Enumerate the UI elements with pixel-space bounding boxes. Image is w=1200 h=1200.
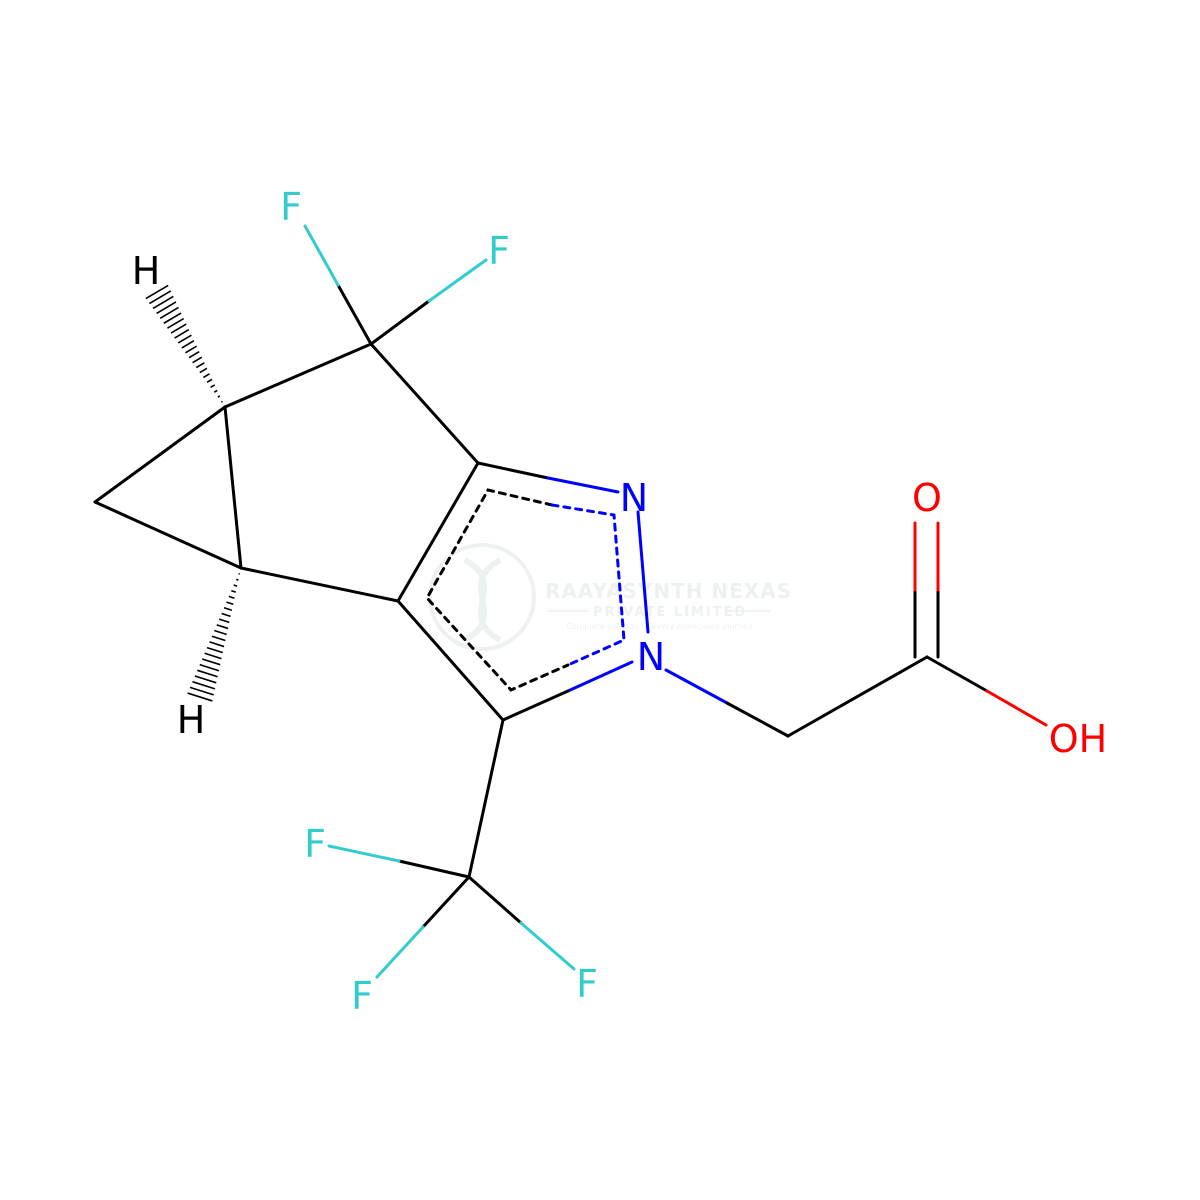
- wedge-hash-line: [181, 339, 195, 349]
- wedge-hash-line: [188, 351, 200, 359]
- bond-cf3-f5-b: [519, 921, 576, 971]
- bond-c3a-n1-b: [546, 476, 620, 494]
- bond-n1-n2: [636, 510, 650, 634]
- wedge-hash-line: [228, 595, 235, 599]
- wedge-hash-line: [177, 334, 192, 344]
- bonds: [93, 224, 1048, 979]
- bond-cf3-f3-b: [327, 844, 401, 863]
- atom-n2: N: [637, 635, 665, 679]
- wedge-hash-line: [156, 301, 177, 315]
- bond-c1-c2: [93, 405, 227, 504]
- wedge-hash-line: [204, 652, 222, 660]
- wedge-hash-line: [152, 295, 174, 310]
- wedge-hash-line: [159, 306, 179, 320]
- atom-f2: F: [488, 229, 510, 273]
- wedge-hash-line: [167, 317, 185, 329]
- watermark-logo-circle: [428, 543, 536, 651]
- bond-c-oh-b: [985, 689, 1048, 727]
- bond-c4-c6a: [396, 599, 505, 722]
- atom-f5: F: [576, 962, 598, 1006]
- bond-ch2-c: [786, 655, 929, 738]
- wedge-hash-line: [170, 323, 187, 334]
- bond-cf2-f1-b: [303, 224, 340, 287]
- watermark-tagline: Complete solution to every molecule's jo…: [566, 622, 753, 631]
- wedge-hash-line: [226, 601, 234, 606]
- wedge-hash-line: [184, 345, 198, 354]
- wedge-hash-line: [187, 692, 213, 702]
- wedge-hash-line: [192, 680, 216, 690]
- aromatic-dash-blue: [550, 503, 626, 667]
- dna-helix-icon: [463, 557, 502, 643]
- wedge-hash-line: [233, 584, 238, 587]
- bond-cf3-f4-a: [421, 875, 471, 929]
- wedge-hash-line: [149, 290, 172, 305]
- bond-c3a-n1: [476, 461, 550, 480]
- bond-n2-c4: [566, 660, 634, 693]
- wedge-hash-line: [199, 663, 220, 672]
- wedge-hash-line: [223, 607, 233, 612]
- watermark-name: RAAYASYNTH NEXAS: [545, 579, 792, 603]
- bond-cf2-f1-a: [336, 283, 373, 346]
- atom-n1: N: [620, 476, 648, 520]
- wedge-hash-line: [209, 641, 225, 648]
- wedge-hash-line: [201, 658, 221, 666]
- hashed-wedge-bottom: [187, 572, 240, 702]
- wedge-hash-line: [216, 624, 229, 630]
- bond-c1-cf2: [223, 342, 373, 409]
- wedge-hash-line: [214, 629, 227, 636]
- bond-n2-c4-b: [501, 689, 570, 722]
- bond-c2-c3: [93, 500, 243, 570]
- bond-cf3-f4-b: [375, 925, 425, 979]
- hashed-wedge-top: [145, 284, 223, 403]
- wedge-hash-line: [221, 612, 231, 618]
- wedge-hash-line: [206, 378, 213, 384]
- bond-cf2-c3a: [369, 342, 480, 465]
- atom-f4: F: [351, 974, 373, 1018]
- wedge-hash-line: [231, 589, 237, 593]
- wedge-hash-line: [163, 312, 182, 324]
- wedge-hash-line: [192, 356, 203, 364]
- aromatic-dash-black: [425, 488, 570, 692]
- watermark: RAAYASYNTH NEXAS PRIVATE LIMITED Complet…: [428, 543, 792, 651]
- bond-cf2-f2-a: [369, 299, 431, 346]
- watermark-subtitle: PRIVATE LIMITED: [593, 605, 747, 620]
- bond-n2-ch2-a: [664, 668, 729, 705]
- wedge-hash-line: [194, 675, 217, 684]
- atom-f3: F: [304, 822, 326, 866]
- wedge-hash-line: [210, 384, 216, 388]
- bond-c3a-c6a: [396, 461, 480, 603]
- wedge-hash-line: [199, 367, 208, 374]
- wedge-hash-line: [195, 362, 205, 369]
- bond-cf3-f3-a: [397, 859, 471, 879]
- wedge-hash-line: [197, 669, 218, 678]
- atom-o-carbonyl: O: [912, 476, 942, 520]
- wedge-hash-line: [235, 578, 239, 581]
- bond-cf2-f2-b: [427, 258, 488, 303]
- bond-c4-cf3: [467, 718, 505, 879]
- wedge-hash-line: [213, 389, 218, 393]
- atom-f1: F: [280, 185, 302, 229]
- bond-c3-c6a: [239, 566, 400, 603]
- wedge-hash-line: [189, 686, 214, 696]
- wedge-hash-line: [202, 373, 210, 379]
- atom-oh: OH: [1049, 717, 1107, 761]
- wedge-hash-line: [211, 635, 226, 642]
- wedge-hash-line: [206, 646, 224, 654]
- bond-c1-c3: [223, 405, 243, 570]
- wedge-hash-line: [174, 328, 190, 339]
- bond-cf3-f5-a: [467, 875, 523, 925]
- bond-c-oh-a: [925, 655, 989, 693]
- wedge-hash-line: [217, 395, 221, 398]
- atom-h-top: H: [132, 249, 161, 293]
- atom-h-bottom: H: [177, 698, 206, 742]
- bond-n2-ch2-b: [725, 701, 790, 738]
- atom-labels: F F H H N N O OH F F F: [132, 185, 1108, 1018]
- wedge-hash-line: [218, 618, 230, 624]
- wedge-hash-line: [220, 400, 223, 403]
- wedge-hash-line: [145, 284, 169, 300]
